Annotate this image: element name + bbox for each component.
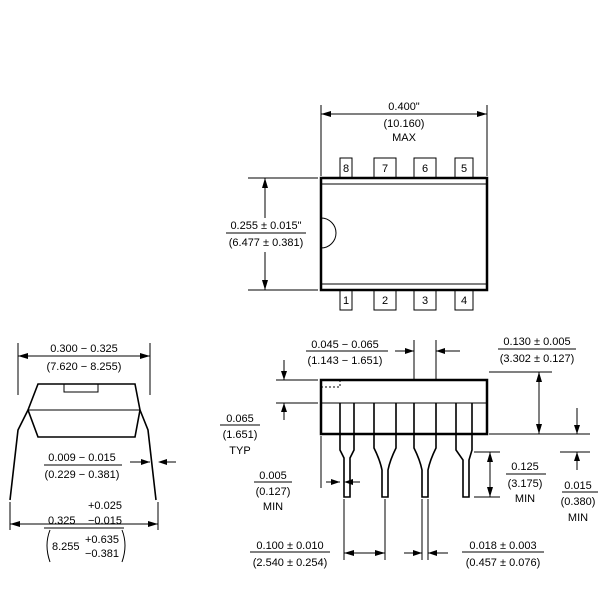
side-shoulder-dim-mm: (1.143 − 1.651) — [308, 355, 383, 367]
side-seat-dim-mm: (1.651) — [223, 429, 258, 441]
side-clear-note: MIN — [568, 512, 588, 524]
pin-3 — [413, 289, 437, 311]
top-width-note: MAX — [392, 132, 417, 144]
top-width-dim: 0.400" — [388, 101, 420, 113]
pin1-notch — [320, 217, 337, 249]
end-span-nom-mm: 8.255 — [52, 541, 80, 553]
side-standoff-note: MIN — [263, 501, 283, 513]
pin-label-3: 3 — [422, 295, 428, 307]
end-span-nom: 0.325 — [48, 515, 76, 527]
end-span-tol-minus-mm: −0.381 — [85, 548, 119, 560]
side-standoff-dim-mm: (0.127) — [256, 486, 291, 498]
end-width-dim-mm: (7.620 − 8.255) — [47, 361, 122, 373]
top-height-dim-mm: (6.477 ± 0.381) — [229, 237, 304, 249]
end-span-tol-plus: +0.025 — [88, 500, 122, 512]
pin-7 — [373, 157, 397, 179]
side-seat-dim: 0.065 — [226, 413, 254, 425]
pin-8 — [339, 157, 353, 179]
top-body — [319, 176, 489, 292]
top-view: 8 7 6 5 1 2 3 4 0.400" (10.160) MAX 0.25… — [226, 101, 489, 311]
side-lead-len-note: MIN — [515, 493, 535, 505]
side-clear-dim-mm: (0.380) — [561, 496, 596, 508]
side-seat-note: TYP — [229, 445, 250, 457]
side-lead-w-dim-mm: (0.457 ± 0.076) — [466, 557, 541, 569]
pin-label-5: 5 — [461, 163, 467, 175]
end-span-tol-plus-mm: +0.635 — [85, 534, 119, 546]
end-lead-thick-dim-mm: (0.229 − 0.381) — [45, 469, 120, 481]
top-width-dim-mm: (10.160) — [384, 118, 425, 130]
side-standoff-dim: 0.005 — [259, 470, 287, 482]
end-width-dim: 0.300 − 0.325 — [50, 343, 118, 355]
side-lead-w-dim: 0.018 ± 0.003 — [469, 540, 536, 552]
pin-2 — [373, 289, 397, 311]
end-lead-thick-dim: 0.009 − 0.015 — [48, 452, 116, 464]
end-view: 0.300 − 0.325 (7.620 − 8.255) 0.009 − 0.… — [9, 343, 176, 563]
pin-label-6: 6 — [422, 163, 428, 175]
side-lead-len-dim: 0.125 — [511, 461, 539, 473]
pin-1 — [339, 289, 353, 311]
side-pitch-dim: 0.100 ± 0.010 — [256, 540, 323, 552]
end-span-tol-minus: −0.015 — [88, 515, 122, 527]
side-pitch-dim-mm: (2.540 ± 0.254) — [253, 557, 328, 569]
pin-label-7: 7 — [382, 163, 388, 175]
pin-label-4: 4 — [461, 295, 467, 307]
pin-label-8: 8 — [343, 163, 349, 175]
pin-6 — [413, 157, 437, 179]
side-body-h-dim-mm: (3.302 ± 0.127) — [500, 353, 575, 365]
top-height-dim: 0.255 ± 0.015" — [230, 220, 301, 232]
side-body — [319, 378, 489, 436]
pin-label-1: 1 — [343, 295, 349, 307]
side-body-h-dim: 0.130 ± 0.005 — [503, 336, 570, 348]
pin-4 — [454, 289, 474, 311]
side-leads — [339, 403, 473, 498]
pin-5 — [454, 157, 474, 179]
end-lead-left — [9, 409, 29, 501]
side-shoulder-dim: 0.045 − 0.065 — [311, 339, 379, 351]
side-view: 0.045 − 0.065 (1.143 − 1.651) 0.130 ± 0.… — [220, 336, 598, 569]
end-lead-right — [139, 409, 157, 501]
pin-label-2: 2 — [382, 295, 388, 307]
side-lead-len-dim-mm: (3.175) — [508, 478, 543, 490]
side-clear-dim: 0.015 — [564, 480, 592, 492]
